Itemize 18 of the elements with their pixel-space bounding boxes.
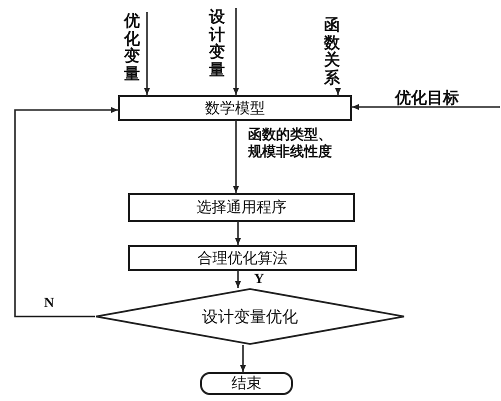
input-label: 优化变量 — [124, 12, 148, 82]
arrow — [235, 271, 241, 288]
arrow — [233, 8, 239, 95]
arrow — [14, 107, 118, 318]
arrow — [144, 12, 150, 95]
arrow — [233, 121, 239, 193]
input-label: 设计变量 — [209, 8, 237, 78]
arrow — [351, 104, 501, 110]
input-label: 优化目标 — [392, 86, 466, 107]
arrow — [335, 88, 341, 95]
arrow — [235, 222, 241, 245]
process-box: 合理优化算法 — [128, 245, 357, 271]
input-label: 函数关系 — [324, 16, 352, 86]
decision-diamond: 设计变量优化 — [95, 288, 405, 345]
process-box: 选择通用程序 — [128, 193, 355, 222]
process-box: 数学模型 — [118, 95, 352, 121]
terminal-box: 结束 — [200, 372, 293, 395]
arrow — [240, 345, 246, 372]
